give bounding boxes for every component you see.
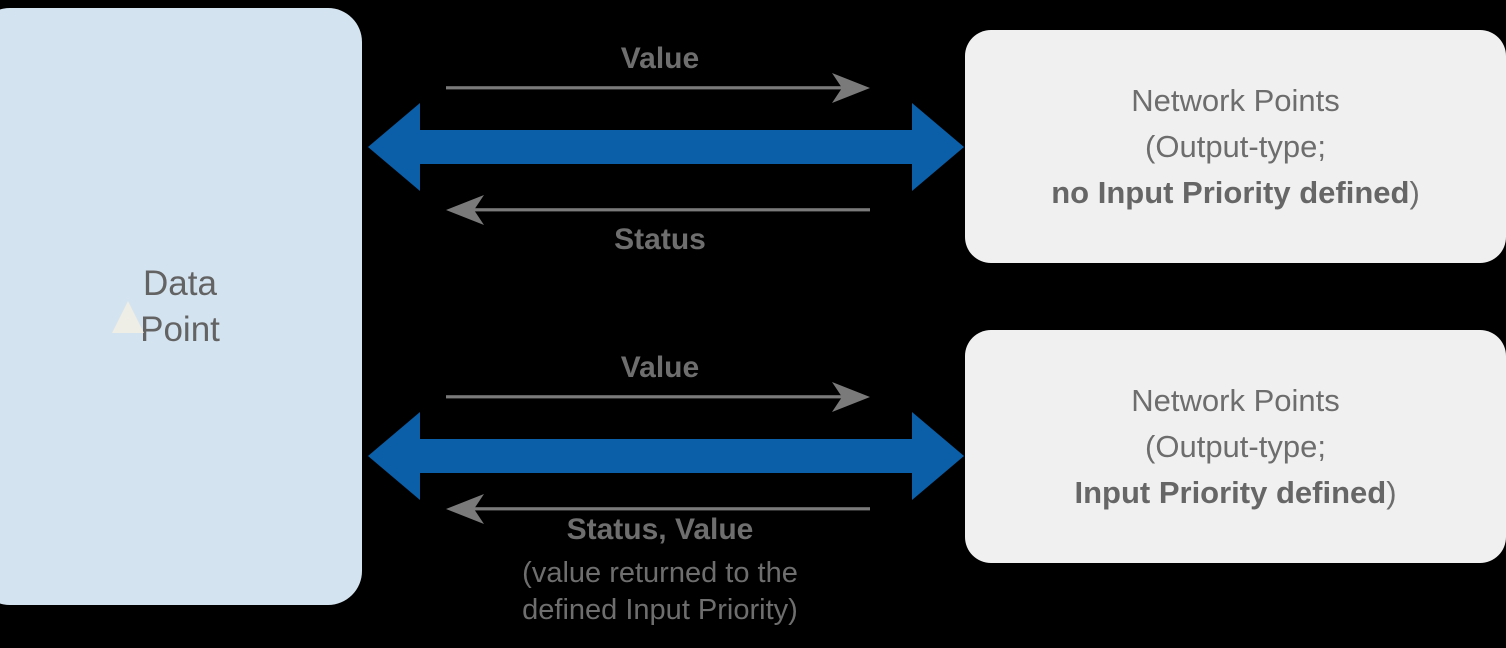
up-chevron-icon [112, 300, 145, 333]
network-points-detail-top: no Input Priority defined) [1051, 170, 1420, 216]
network-points-detail-bottom-bold: Input Priority defined [1074, 474, 1387, 510]
network-points-detail-top-bold: no Input Priority defined [1051, 174, 1410, 210]
arrow-left-icon-status-top [446, 193, 870, 227]
arrow-right-icon-value-bottom [446, 380, 870, 414]
caption-value-top: Value [620, 42, 700, 75]
caption-value-bottom: Value [620, 351, 700, 384]
network-points-box-input-priority: Network Points (Output-type; Input Prior… [965, 330, 1506, 563]
double-headed-arrow-icon-top [368, 103, 964, 191]
caption-status-top: Status [614, 223, 706, 256]
caption-note-bottom-line1: (value returned to the [522, 557, 798, 589]
data-point-box: Data Point [0, 8, 362, 605]
double-headed-arrow-icon-bottom [368, 412, 964, 500]
data-point-label: Data Point [112, 261, 220, 353]
network-points-title-bottom: Network Points [1131, 382, 1340, 418]
caption-status-bottom: Status, Value [566, 513, 754, 546]
caption-note-bottom: (value returned to the defined Input Pri… [420, 555, 900, 629]
network-points-subtitle-bottom: (Output-type; [1145, 428, 1326, 464]
caption-note-bottom-line2: defined Input Priority) [522, 594, 798, 626]
arrow-left-icon-status-bottom [446, 492, 870, 526]
arrow-right-icon-value-top [446, 71, 870, 105]
network-points-detail-bottom: Input Priority defined) [1074, 470, 1396, 516]
network-points-box-no-input-priority: Network Points (Output-type; no Input Pr… [965, 30, 1506, 263]
network-points-detail-top-tail: ) [1409, 174, 1420, 210]
data-point-label-line1: Data [143, 263, 217, 303]
network-points-title-top: Network Points [1131, 82, 1340, 118]
data-point-label-line2: Point [140, 309, 220, 349]
network-points-detail-bottom-tail: ) [1386, 474, 1397, 510]
network-points-subtitle-top: (Output-type; [1145, 128, 1326, 164]
